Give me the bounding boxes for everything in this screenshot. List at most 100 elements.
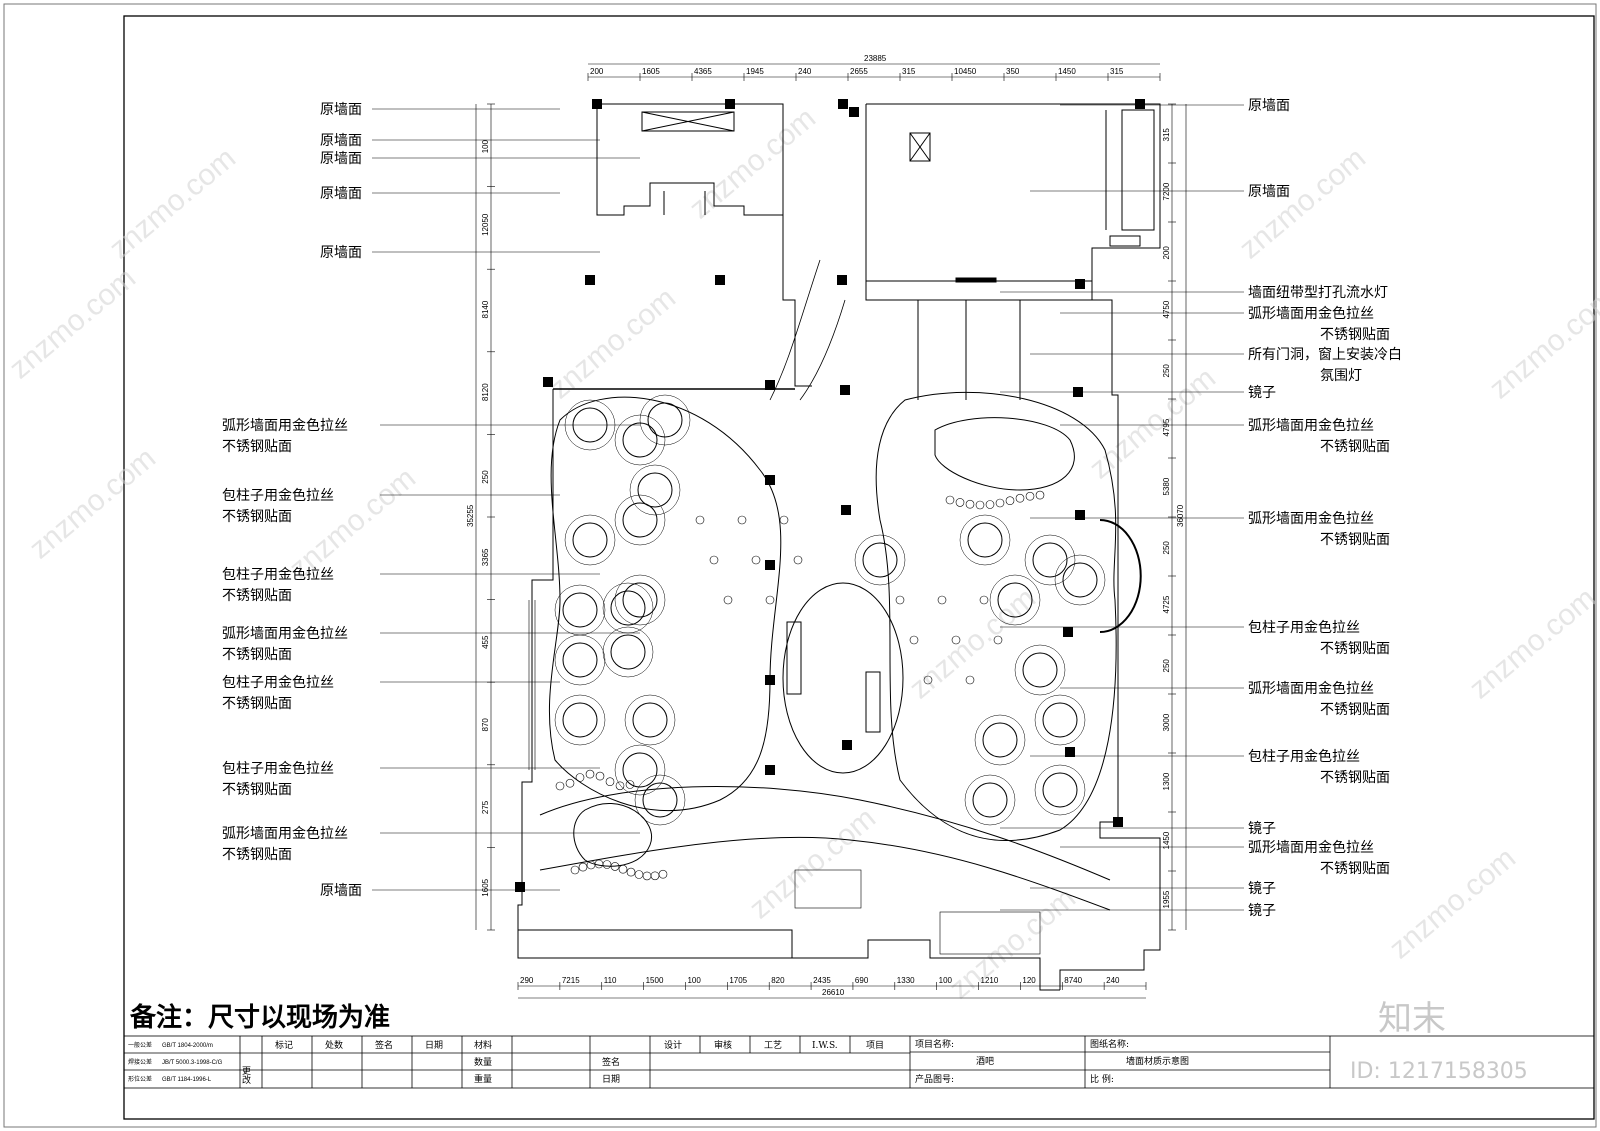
right-label: 镜子 bbox=[1000, 385, 1276, 401]
product-no-label: 产品图号: bbox=[915, 1073, 954, 1085]
booth-table bbox=[1022, 652, 1058, 688]
left-label: 原墙面 bbox=[320, 883, 560, 899]
seat bbox=[993, 635, 1003, 645]
iws-label: I.W.S. bbox=[812, 1041, 838, 1051]
title-block bbox=[123, 1035, 1595, 1089]
column bbox=[1075, 510, 1085, 520]
right-label-text: 不锈钢贴面 bbox=[1320, 532, 1390, 548]
column bbox=[849, 107, 859, 117]
top-dim-segment: 1945 bbox=[746, 67, 764, 76]
booth-table bbox=[982, 722, 1018, 758]
column bbox=[1113, 817, 1123, 827]
booth-table bbox=[610, 590, 646, 626]
seat bbox=[610, 862, 620, 871]
left-dim-segment: 12050 bbox=[481, 213, 490, 236]
right-dim-segment: 4750 bbox=[1162, 300, 1171, 318]
column bbox=[765, 675, 775, 685]
drawing-name-label: 图纸名称: bbox=[1090, 1038, 1129, 1050]
scale-label: 比 例: bbox=[1090, 1073, 1114, 1085]
project-name-label: 项目名称: bbox=[915, 1038, 954, 1050]
seat bbox=[626, 867, 636, 877]
left-label-text: 不锈钢贴面 bbox=[222, 696, 292, 712]
booth-ring bbox=[959, 514, 1011, 566]
left-label-text: 不锈钢贴面 bbox=[222, 509, 292, 525]
seat bbox=[779, 515, 789, 525]
right-label-text: 弧形墙面用金色拉丝 bbox=[1248, 510, 1374, 527]
seat bbox=[793, 555, 803, 565]
bottom-dim-segment: 1330 bbox=[897, 976, 915, 985]
right-dim-total: 36070 bbox=[1176, 504, 1185, 527]
booth-ring bbox=[624, 694, 676, 746]
right-label-text: 包柱子用金色拉丝 bbox=[1248, 748, 1360, 765]
seat bbox=[709, 555, 719, 565]
seat bbox=[555, 781, 565, 791]
seat bbox=[1025, 491, 1035, 501]
right-dim-segment: 1300 bbox=[1162, 772, 1171, 790]
plan-geometry bbox=[517, 103, 1161, 991]
right-label: 原墙面 bbox=[1060, 98, 1290, 114]
bottom-dim-segment: 290 bbox=[520, 976, 534, 985]
right-label-text: 墙面纽带型打孔流水灯 bbox=[1248, 284, 1388, 301]
right-label-text: 弧形墙面用金色拉丝 bbox=[1248, 417, 1374, 434]
right-dim-segment: 4795 bbox=[1162, 418, 1171, 436]
booth-table bbox=[1042, 702, 1078, 738]
seat bbox=[965, 499, 975, 509]
booth-ring bbox=[964, 774, 1016, 826]
booth-table bbox=[1032, 542, 1068, 578]
right-label-text: 镜子 bbox=[1248, 385, 1276, 401]
bottom-dim-segment: 100 bbox=[687, 976, 701, 985]
seat bbox=[975, 500, 985, 510]
dimension-note: 备注：尺寸以现场为准 bbox=[129, 1002, 390, 1033]
booth-ring bbox=[614, 494, 666, 546]
right-dim-segment: 200 bbox=[1162, 246, 1171, 260]
left-annotations: 原墙面原墙面原墙面原墙面原墙面弧形墙面用金色拉丝不锈钢贴面包柱子用金色拉丝不锈钢… bbox=[222, 102, 640, 899]
date-label: 日期 bbox=[602, 1074, 620, 1085]
top-dim-segment: 4365 bbox=[694, 67, 712, 76]
booth-ring bbox=[1024, 534, 1076, 586]
right-dim-segment: 4725 bbox=[1162, 595, 1171, 613]
brand-logo: 知末 bbox=[1378, 999, 1446, 1039]
seat bbox=[634, 870, 644, 879]
watermark-text: znzmo.com bbox=[23, 441, 162, 565]
booth-table bbox=[572, 522, 608, 558]
left-label-text: 不锈钢贴面 bbox=[222, 782, 292, 798]
seat bbox=[1015, 493, 1025, 503]
right-label-text: 不锈钢贴面 bbox=[1320, 327, 1390, 343]
seat bbox=[909, 635, 919, 645]
booth-ring bbox=[1034, 764, 1086, 816]
bottom-dim-segment: 120 bbox=[1022, 976, 1036, 985]
left-label-text: 原墙面 bbox=[320, 102, 362, 118]
column bbox=[765, 560, 775, 570]
seat bbox=[945, 495, 955, 505]
seat bbox=[955, 498, 965, 507]
bottom-dim-segment: 8740 bbox=[1064, 976, 1082, 985]
right-dim-segment: 1450 bbox=[1162, 831, 1171, 849]
column bbox=[838, 99, 848, 109]
right-label-text: 氛围灯 bbox=[1320, 368, 1362, 384]
booth-ring bbox=[554, 694, 606, 746]
seat bbox=[578, 862, 588, 872]
booth-ring bbox=[554, 634, 606, 686]
column bbox=[841, 505, 851, 515]
left-dim-segment: 1605 bbox=[481, 878, 490, 896]
seat bbox=[594, 859, 604, 869]
column bbox=[715, 275, 725, 285]
weight-label: 重量 bbox=[474, 1073, 492, 1085]
project-name: 酒吧 bbox=[976, 1056, 994, 1067]
watermark-text: znzmo.com bbox=[1083, 361, 1222, 485]
left-label-text: 包柱子用金色拉丝 bbox=[222, 760, 334, 777]
top-dim-segment: 240 bbox=[798, 67, 812, 76]
right-dim-segment: 1955 bbox=[1162, 890, 1171, 908]
left-label-text: 不锈钢贴面 bbox=[222, 847, 292, 863]
seat bbox=[985, 500, 995, 509]
column bbox=[1063, 627, 1073, 637]
right-label: 镜子 bbox=[1000, 903, 1276, 919]
seat bbox=[570, 865, 580, 875]
